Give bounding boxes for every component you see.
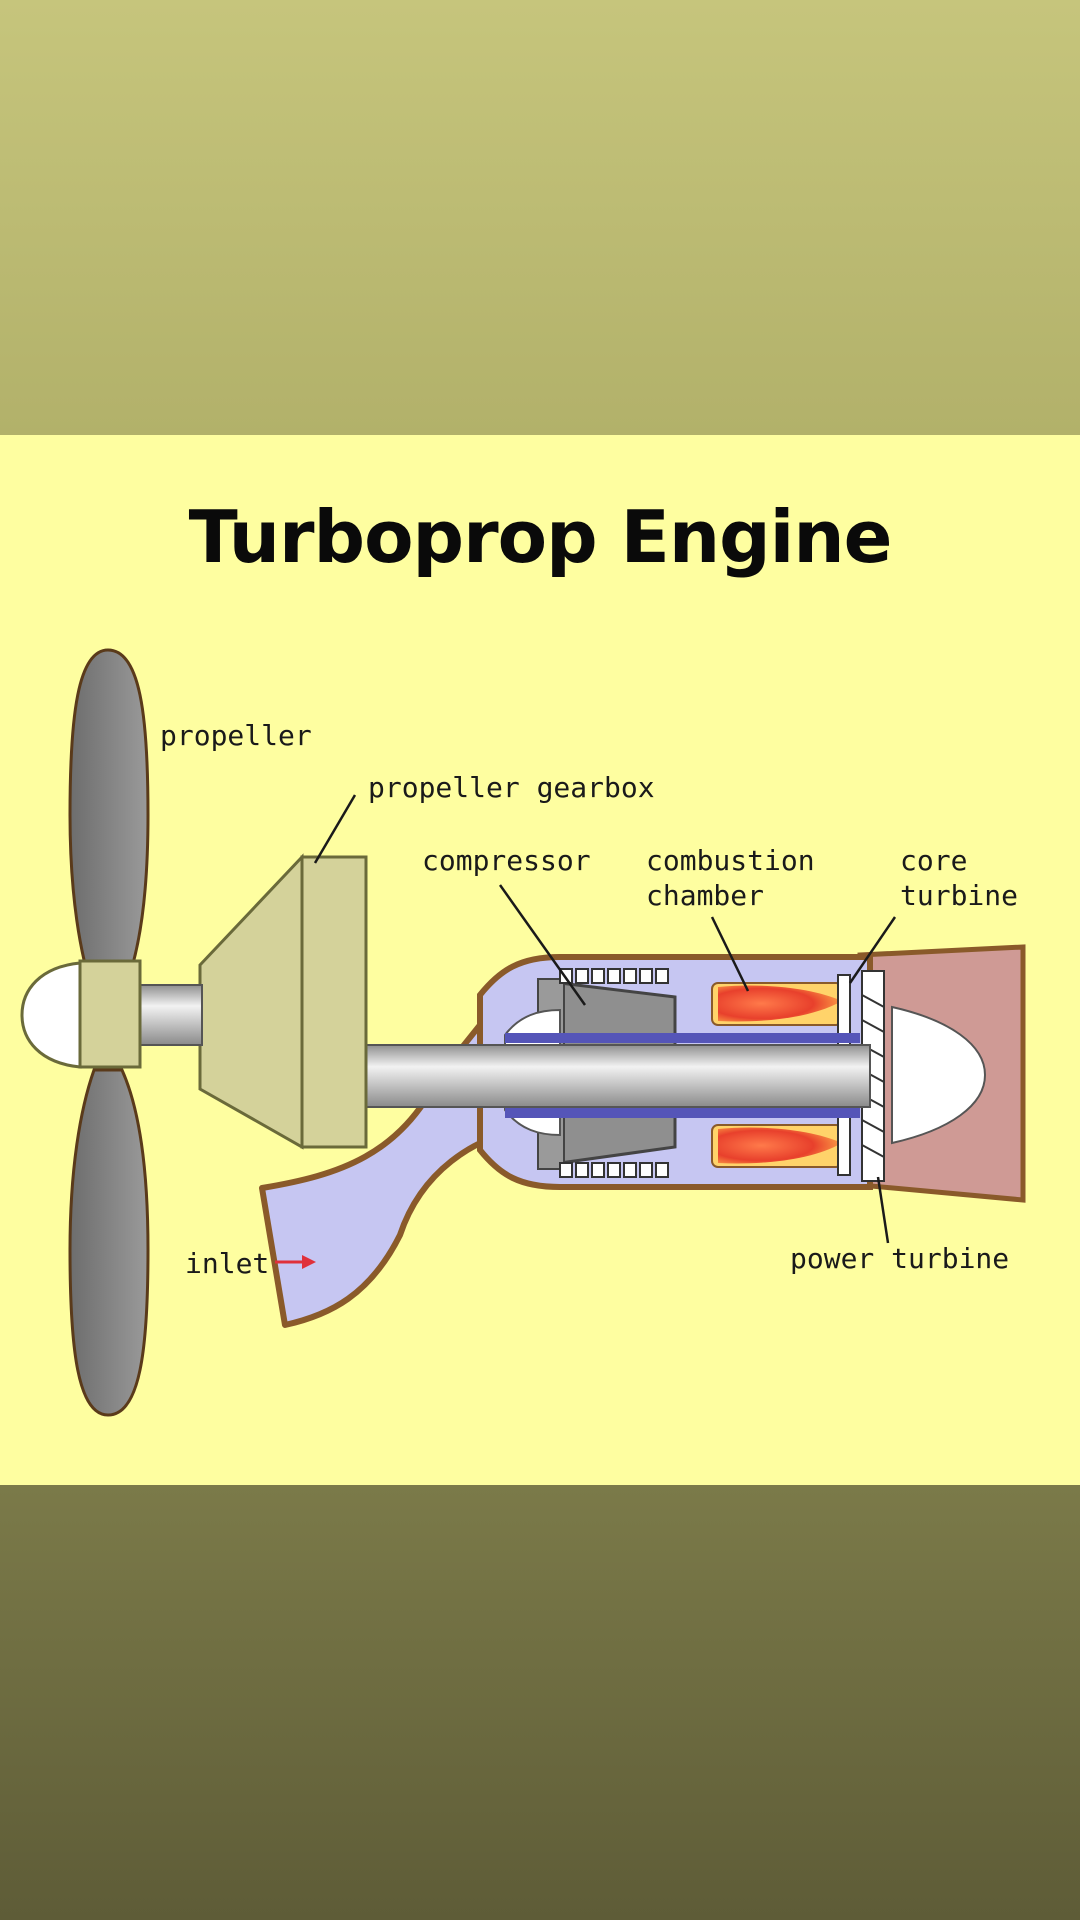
inner-band-lower <box>505 1108 860 1118</box>
label-combustion-line1: combustion <box>646 844 815 877</box>
power-turbine <box>861 970 885 1182</box>
propeller-gearbox <box>198 853 368 1150</box>
bottom-blurred-band <box>0 1485 1080 1920</box>
label-propeller: propeller <box>160 719 312 752</box>
label-power-turbine: power turbine <box>790 1242 1009 1275</box>
label-core-line1: core <box>900 844 967 877</box>
propeller <box>68 648 150 1417</box>
propeller-hub <box>78 959 142 1069</box>
label-combustion-line2: chamber <box>646 879 764 912</box>
combustion-chamber-upper <box>711 982 843 1026</box>
diagram-title: Turboprop Engine <box>188 495 893 579</box>
diagram-panel: Turboprop Engine <box>0 435 1080 1485</box>
inner-band-upper <box>505 1033 860 1043</box>
propeller-shaft <box>139 984 203 1046</box>
label-compressor: compressor <box>422 844 591 877</box>
leader-lines <box>313 794 897 1244</box>
label-propeller-gearbox: propeller gearbox <box>368 771 655 804</box>
top-blurred-band <box>0 0 1080 435</box>
turboprop-diagram: propeller propeller gearbox compressor c… <box>20 648 1026 1417</box>
exhaust-cone <box>891 1005 987 1145</box>
combustion-chamber-lower <box>711 1124 843 1168</box>
inlet-arrow-icon <box>275 1255 316 1269</box>
propeller-spinner <box>20 961 82 1069</box>
label-inlet: inlet <box>185 1247 269 1280</box>
main-shaft <box>365 1044 871 1108</box>
label-core-line2: turbine <box>900 879 1018 912</box>
